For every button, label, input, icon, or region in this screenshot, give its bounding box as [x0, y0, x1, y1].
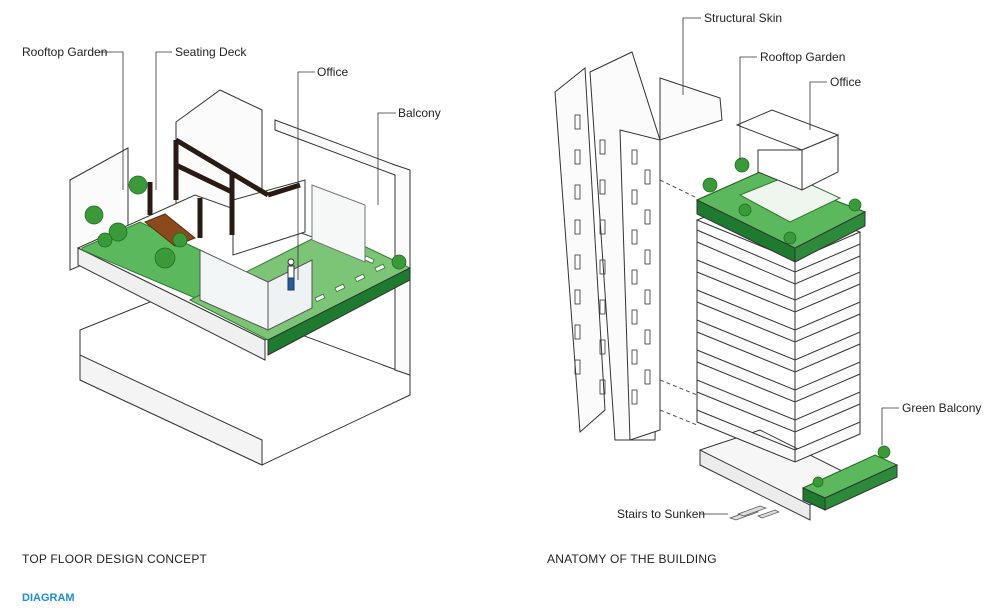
skin-panel-top — [660, 78, 722, 140]
roof-slab-edge-right — [795, 212, 865, 262]
caption-anatomy: ANATOMY OF THE BUILDING — [547, 552, 717, 566]
label-rooftop-garden-right: Rooftop Garden — [760, 50, 846, 64]
base-slab-ground — [700, 450, 810, 520]
label-stairs-to-sunken: Stairs to Sunken — [617, 507, 706, 521]
deck-frame — [150, 140, 300, 238]
skin-panel-left — [555, 68, 605, 432]
label-structural-skin: Structural Skin — [704, 11, 783, 25]
skin-windows — [574, 114, 651, 405]
right-leader-lines — [683, 18, 899, 514]
green-balcony-side — [825, 465, 897, 510]
right-outer-wall — [275, 120, 410, 375]
left-drawing-top-floor — [70, 90, 410, 465]
skin-panel-front — [620, 130, 660, 440]
label-rooftop-garden-left: Rooftop Garden — [22, 45, 108, 59]
label-seating-deck: Seating Deck — [175, 45, 247, 59]
lower-slab-side — [80, 355, 262, 465]
label-balcony: Balcony — [398, 106, 441, 120]
building-trees — [702, 157, 891, 488]
section-label-diagram: DIAGRAM — [22, 592, 75, 604]
office-glass-side — [268, 260, 312, 330]
right-drawing-building — [555, 52, 897, 520]
left-leader-lines — [100, 52, 396, 280]
garden-trees — [84, 175, 407, 270]
dashed-connectors — [660, 180, 697, 425]
label-office-left: Office — [317, 65, 349, 79]
office-room-wall — [233, 180, 305, 255]
roof-floor-edge — [78, 248, 265, 360]
caption-top-floor: TOP FLOOR DESIGN CONCEPT — [22, 552, 208, 566]
sunken-stairs — [730, 506, 779, 520]
label-office-right: Office — [830, 75, 862, 89]
balcony-glass — [312, 185, 365, 262]
label-green-balcony: Green Balcony — [902, 401, 982, 415]
balcony-edge — [268, 268, 410, 355]
roof-inner-open — [740, 175, 840, 222]
person-figure — [287, 258, 295, 291]
